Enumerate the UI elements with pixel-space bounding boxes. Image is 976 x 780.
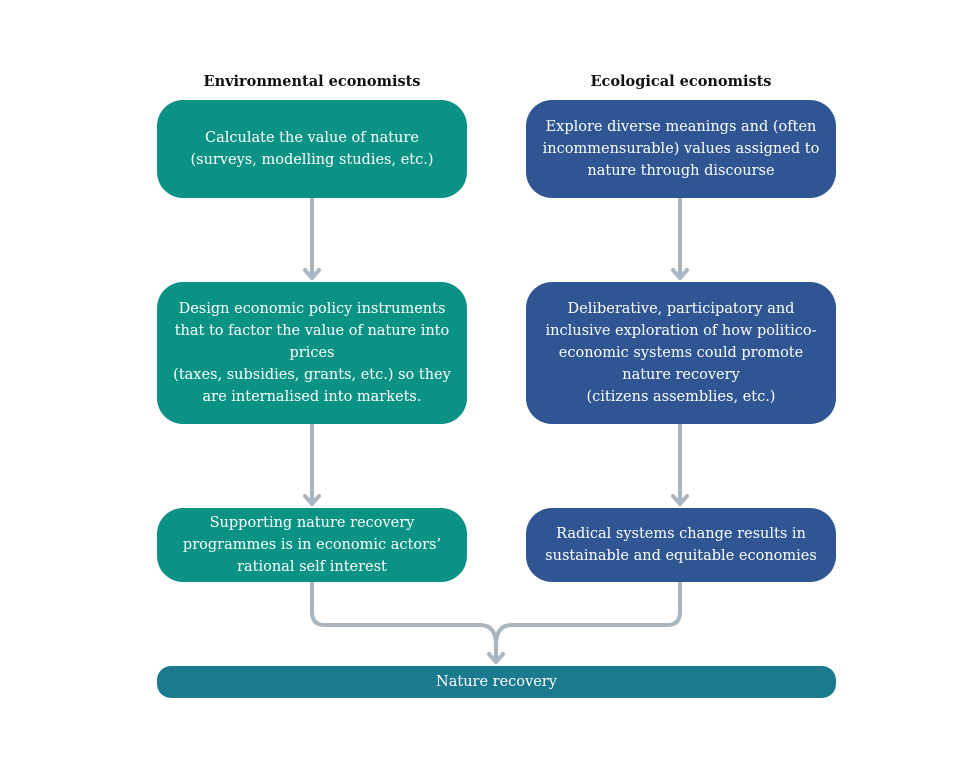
ecological-economists-heading: Ecological economists [590, 73, 772, 90]
env-step-calculate-value: Calculate the value of nature (surveys, … [157, 100, 467, 198]
env-step-design-instruments: Design economic policy instruments that … [157, 282, 467, 424]
env-step-self-interest: Supporting nature recovery programmes is… [157, 508, 467, 582]
eco-step-3-text: Radical systems change results in sustai… [545, 526, 817, 564]
eco-step-1-text: Explore diverse meanings and (often inco… [542, 119, 820, 179]
eco-step-explore-meanings: Explore diverse meanings and (often inco… [526, 100, 836, 198]
env-step-3-text: Supporting nature recovery programmes is… [182, 515, 442, 575]
eco-step-radical-change: Radical systems change results in sustai… [526, 508, 836, 582]
env-step-1-text: Calculate the value of nature (surveys, … [190, 130, 434, 168]
env-step-2-text: Design economic policy instruments that … [173, 301, 451, 405]
environmental-economists-heading: Environmental economists [203, 73, 421, 90]
merge-arrow-right [494, 580, 682, 647]
eco-step-deliberative: Deliberative, participatory and inclusiv… [526, 282, 836, 424]
eco-step-2-text: Deliberative, participatory and inclusiv… [545, 301, 817, 405]
outcome-text: Nature recovery [436, 674, 557, 690]
nature-recovery-outcome: Nature recovery [157, 666, 836, 698]
merge-arrow-left [310, 580, 498, 664]
